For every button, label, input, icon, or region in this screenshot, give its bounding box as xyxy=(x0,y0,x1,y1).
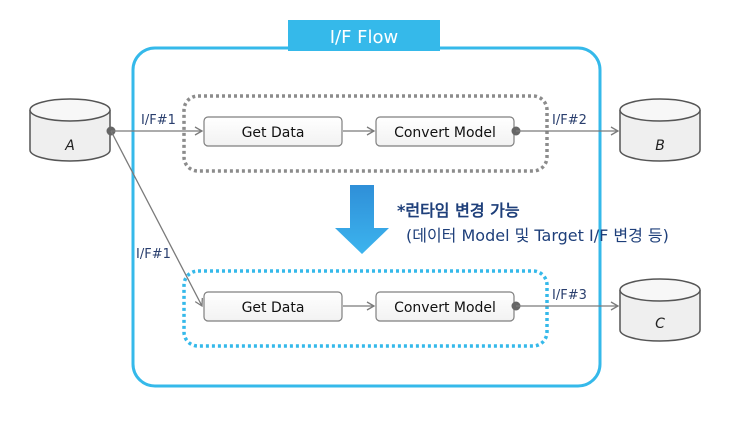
if-flow-title-tab xyxy=(288,20,440,51)
bottom-get-data-label: Get Data xyxy=(242,300,305,316)
edge-a-to-bottom-label: I/F#1 xyxy=(136,247,171,262)
runtime-note-line1: *런타임 변경 가능 xyxy=(397,201,520,220)
database-b-label: B xyxy=(655,138,665,154)
top-get-data-label: Get Data xyxy=(242,125,305,141)
bottom-convert-model-label: Convert Model xyxy=(394,300,496,316)
edge-bottom-to-c-label: I/F#3 xyxy=(552,288,587,303)
edge-a-to-top-label: I/F#1 xyxy=(141,113,176,128)
runtime-change-arrow-icon xyxy=(335,185,389,254)
database-c-label: C xyxy=(655,316,665,332)
top-convert-model-label: Convert Model xyxy=(394,125,496,141)
top-flow-group xyxy=(182,94,549,173)
edge-top-to-b-label: I/F#2 xyxy=(552,113,587,128)
database-a-label: A xyxy=(64,138,75,154)
edge-a-to-bottom xyxy=(110,130,203,308)
bottom-flow-group xyxy=(182,269,549,348)
if-flow-title: I/F Flow xyxy=(330,27,399,48)
top-get-data-box[interactable] xyxy=(203,116,343,147)
bottom-get-data-box[interactable] xyxy=(203,291,343,322)
database-a[interactable] xyxy=(29,98,111,162)
database-b[interactable] xyxy=(619,98,701,162)
runtime-note-line2: (데이터 Model 및 Target I/F 변경 등) xyxy=(406,226,669,245)
database-c[interactable] xyxy=(619,278,701,342)
